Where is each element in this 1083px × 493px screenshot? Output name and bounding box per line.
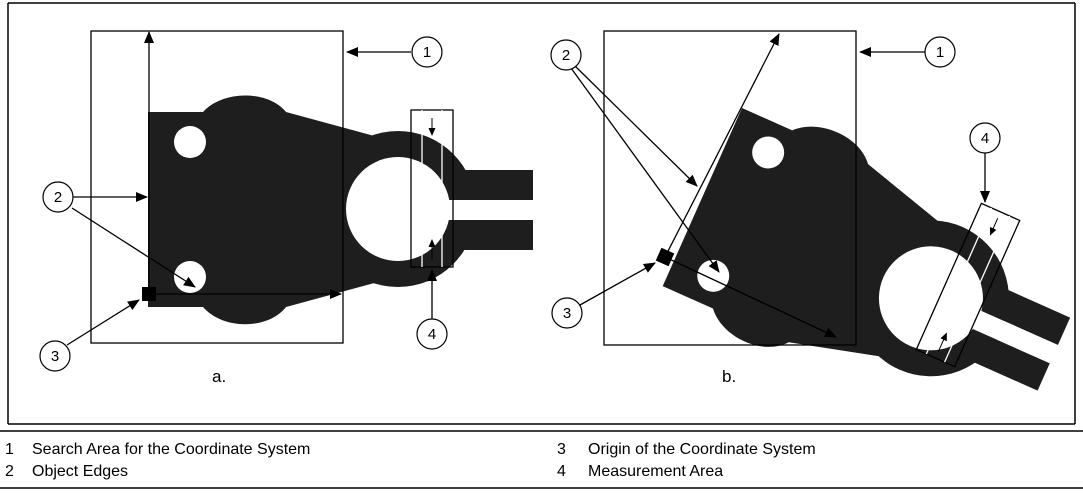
legend-text: Search Area for the Coordinate System: [32, 441, 310, 458]
callout-3-b-label: 3: [563, 305, 571, 322]
search-area-b: [603, 30, 857, 346]
measurement-area-a: [410, 109, 454, 268]
legend-number: 2: [5, 463, 14, 480]
callout-4-a: [416, 318, 448, 350]
callout-3-a-label: 3: [51, 348, 59, 365]
panel-a-label: a.: [212, 367, 226, 386]
legend-text: Object Edges: [32, 463, 128, 480]
callout-3-a: [39, 340, 71, 372]
legend-item-4: 4 Measurement Area: [557, 463, 723, 480]
search-area-a: [90, 30, 344, 344]
origin-marker-b: [655, 247, 675, 267]
callout-4-b-label: 4: [981, 130, 989, 147]
object-part-b: [655, 92, 1083, 461]
callout-4-b: [969, 122, 1001, 154]
callout-3-b: [551, 297, 583, 329]
measurement-area-b: [915, 202, 1021, 368]
callout-2-b-label: 2: [562, 47, 570, 64]
callout-4-a-label: 4: [428, 326, 436, 343]
panel-a: 1 2 3 4 a.: [39, 30, 538, 386]
legend-item-1: 1 Search Area for the Coordinate System: [5, 441, 310, 458]
callout-1-b: [924, 36, 956, 68]
legend-item-2: 2 Object Edges: [5, 463, 128, 480]
origin-marker-a: [142, 287, 156, 301]
callout-2-a: [42, 181, 74, 213]
callout-2-b: [550, 39, 582, 71]
legend-text: Origin of the Coordinate System: [588, 441, 816, 458]
panel-b: 1 2 3 4 b.: [550, 30, 1083, 461]
panel-b-label: b.: [722, 367, 736, 386]
x-axis-arrow-b: [664, 256, 837, 338]
callout-1-a-label: 1: [423, 44, 431, 61]
legend-number: 4: [557, 463, 566, 480]
diagram-frame: [7, 2, 1076, 425]
y-axis-arrow-b: [664, 33, 780, 258]
legend-number: 1: [5, 441, 14, 458]
legend-number: 3: [557, 441, 566, 458]
callout-2-a-label: 2: [54, 189, 62, 206]
callout-1-b-label: 1: [936, 44, 944, 61]
legend-text: Measurement Area: [588, 463, 723, 480]
legend: 1 Search Area for the Coordinate System …: [0, 430, 1083, 489]
legend-item-3: 3 Origin of the Coordinate System: [557, 441, 816, 458]
callout-1-a: [411, 36, 443, 68]
